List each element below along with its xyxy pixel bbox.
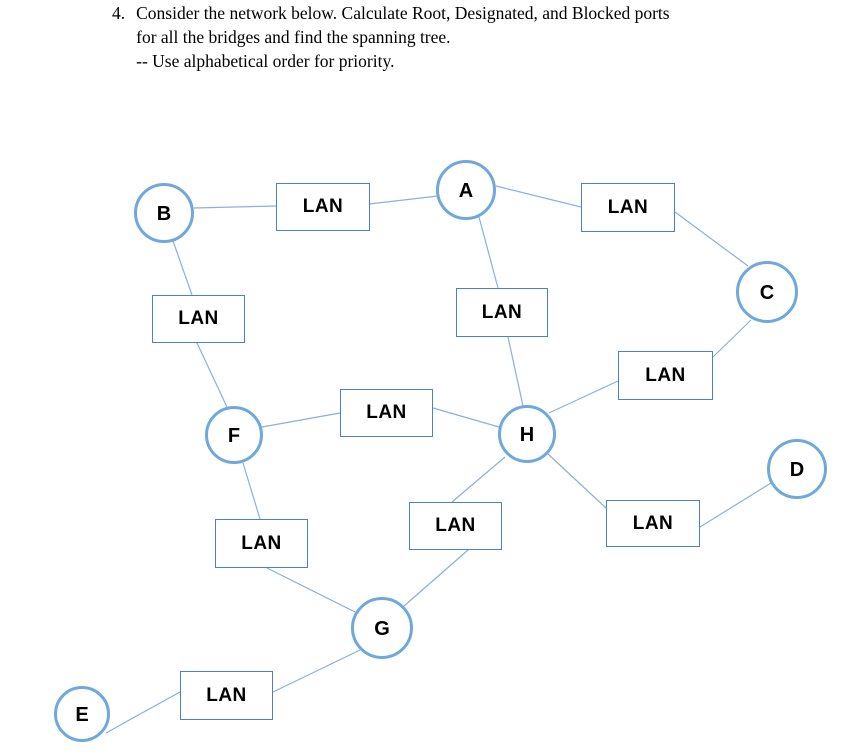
edge-LAN5~H <box>507 336 524 407</box>
bridge-node-g: G <box>351 597 413 659</box>
bridge-label-e: E <box>75 703 89 726</box>
lan-box-lan1: LAN <box>276 183 370 231</box>
problem-number: 4. <box>112 3 126 23</box>
edge-LAN7~G <box>403 549 469 607</box>
bridge-label-g: G <box>374 617 390 640</box>
bridge-node-b: B <box>134 183 194 243</box>
edge-LAN1~A <box>368 195 439 205</box>
bridge-label-c: C <box>759 281 775 304</box>
edge-B~LAN3 <box>172 240 193 296</box>
lan-label: LAN <box>241 532 282 554</box>
lan-box-lan10: LAN <box>606 500 700 547</box>
lan-box-lan6: LAN <box>618 351 713 400</box>
bridge-node-h: H <box>498 405 556 463</box>
edge-F~LAN8 <box>242 462 261 520</box>
lan-box-lan4: LAN <box>340 389 433 437</box>
lan-label: LAN <box>607 196 649 218</box>
problem-text: Consider the network below. Calculate Ro… <box>136 1 669 73</box>
lan-label: LAN <box>366 402 407 423</box>
bridge-label-d: D <box>789 458 805 481</box>
bridge-label-h: H <box>519 423 535 446</box>
edge-A~LAN2 <box>495 185 582 208</box>
bridge-node-d: D <box>767 439 827 499</box>
lan-label: LAN <box>206 684 247 706</box>
problem-line-3: -- Use alphabetical order for priority. <box>136 51 395 71</box>
edge-LAN2~C <box>674 211 749 267</box>
lan-label: LAN <box>632 512 674 534</box>
lan-box-lan5: LAN <box>456 288 548 337</box>
lan-label: LAN <box>302 196 344 217</box>
edge-LAN6~C <box>712 319 752 358</box>
lan-label: LAN <box>178 308 219 329</box>
bridge-node-f: F <box>205 406 263 464</box>
problem-statement: 4. Consider the network below. Calculate… <box>112 1 670 73</box>
edge-LAN9~E <box>105 691 181 734</box>
problem-line-2: for all the bridges and find the spannin… <box>136 27 451 47</box>
edge-H~LAN10 <box>547 453 608 510</box>
lan-label: LAN <box>435 515 476 536</box>
lan-box-lan2: LAN <box>581 183 675 232</box>
bridge-node-a: A <box>436 160 496 220</box>
bridge-node-c: C <box>736 261 798 323</box>
bridge-node-e: E <box>54 686 110 742</box>
edge-H~LAN6 <box>548 380 619 414</box>
edge-LAN8~G <box>266 567 356 613</box>
edge-LAN4~H <box>432 407 500 428</box>
lan-label: LAN <box>481 301 523 323</box>
lan-box-lan3: LAN <box>152 295 245 343</box>
edge-G~LAN9 <box>272 649 361 693</box>
edge-A~LAN5 <box>478 216 499 289</box>
bridge-label-b: B <box>156 202 172 225</box>
edge-F~LAN4 <box>261 412 341 428</box>
edge-B~LAN1 <box>193 205 277 209</box>
edge-LAN10~D <box>699 482 772 528</box>
lan-box-lan7: LAN <box>409 502 502 550</box>
lan-box-lan8: LAN <box>215 519 308 568</box>
edge-H~LAN7 <box>451 456 506 503</box>
problem-line-1: Consider the network below. Calculate Ro… <box>136 3 670 23</box>
lan-label: LAN <box>645 364 686 386</box>
bridge-label-a: A <box>458 179 474 202</box>
lan-box-lan9: LAN <box>180 671 273 720</box>
edge-LAN3~F <box>196 342 228 408</box>
bridge-label-f: F <box>227 424 241 447</box>
